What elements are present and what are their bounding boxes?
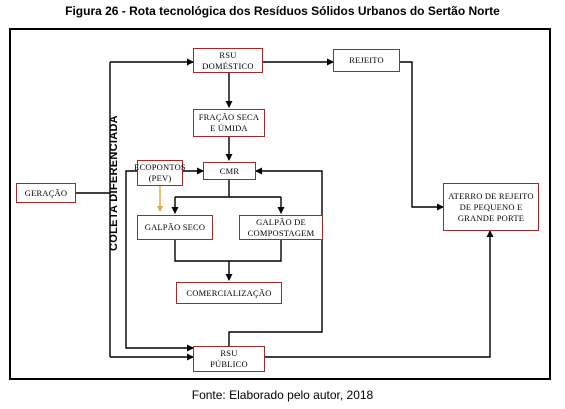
node-galpao-seco: GALPÃO SECO (137, 215, 213, 240)
node-rsu-publico: RSU PÚBLICO (193, 346, 265, 372)
node-comercializacao: COMERCIALIZAÇÃO (176, 282, 282, 304)
node-aterro: ATERRO DE REJEITO DE PEQUENO E GRANDE PO… (443, 183, 539, 231)
node-geracao: GERAÇÃO (16, 183, 76, 203)
connector-galpao-seco-down (174, 240, 282, 262)
node-galpao-compostagem: GALPÃO DE COMPOSTAGEM (239, 215, 323, 240)
node-rejeito: REJEITO (333, 49, 400, 72)
connector-publico-aterro (265, 230, 494, 358)
node-cmr: CMR (203, 162, 256, 180)
node-fracao: FRAÇÃO SECA E ÚMIDA (193, 109, 265, 137)
coleta-diferenciada-label: COLETA DIFERENCIADA (108, 115, 120, 251)
node-rsu-domestico: RSU DOMÉSTICO (193, 48, 263, 73)
figure-source: Fonte: Elaborado pelo autor, 2018 (191, 388, 374, 402)
connector-publico-cmr (228, 167, 323, 346)
connector-ecopontos-trunk (125, 170, 194, 352)
figure-title: Figura 26 - Rota tecnológica dos Resíduo… (65, 4, 500, 18)
node-ecopontos: ECOPONTOS (PEV) (134, 160, 186, 186)
connector-rejeito-aterro (400, 61, 444, 211)
diagram-frame (9, 28, 551, 380)
